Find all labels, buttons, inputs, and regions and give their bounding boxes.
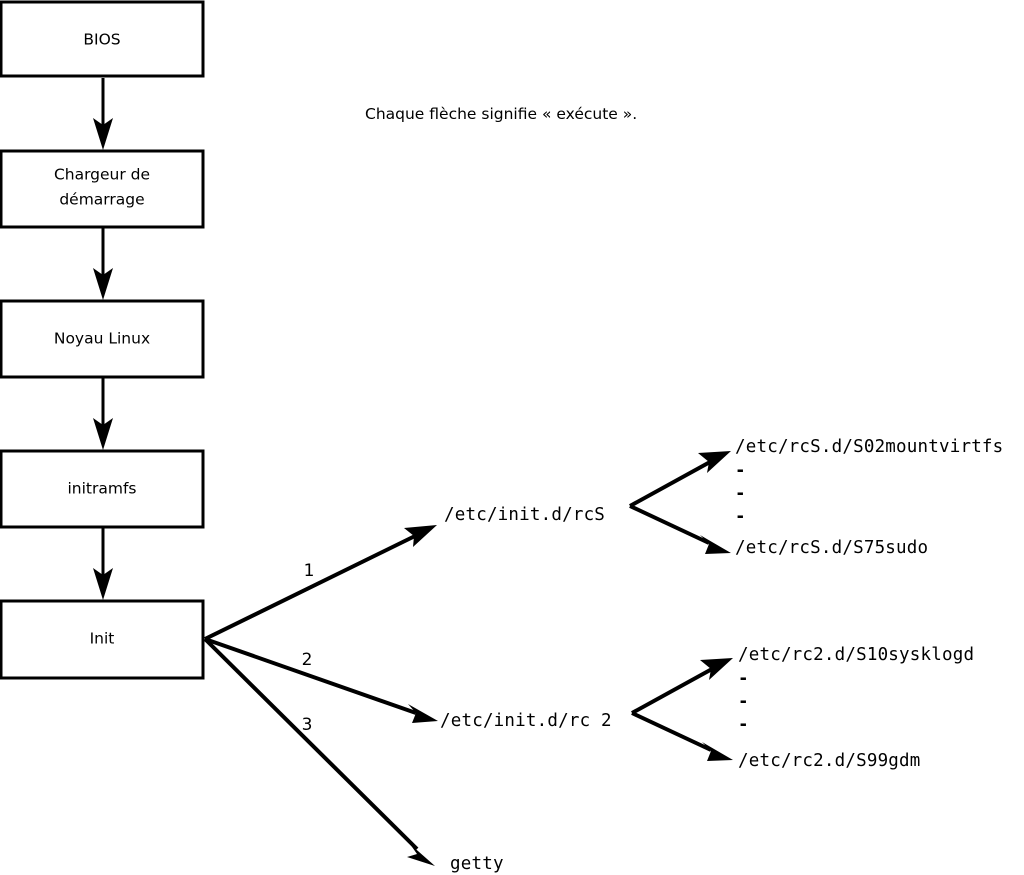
- rc2-ellipsis-dash-3: -: [738, 715, 749, 735]
- rc2-branch-last-arrow: [631, 711, 733, 761]
- node-bios-label: BIOS: [83, 31, 120, 49]
- node-init: Init: [0, 599, 205, 680]
- node-bootloader-label-line2: démarrage: [59, 191, 144, 209]
- init-branch-3-arrow: [203, 637, 435, 866]
- rcs-branch-last-arrow: [629, 504, 731, 554]
- rcs-script-first: /etc/rcS.d/S02mountvirtfs: [735, 437, 1003, 457]
- node-initramfs: initramfs: [0, 449, 205, 529]
- rcs-ellipsis-dash-3: -: [735, 507, 746, 527]
- branch-number-2: 2: [302, 650, 313, 670]
- node-bootloader: Chargeur de démarrage: [0, 149, 205, 229]
- init-target-getty-label: getty: [450, 854, 504, 874]
- chain-arrow-bootloader-to-kernel: [93, 228, 113, 300]
- chain-arrow-bios-to-bootloader: [93, 78, 113, 150]
- rcs-script-last: /etc/rcS.d/S75sudo: [735, 538, 928, 558]
- node-bios: BIOS: [0, 0, 205, 78]
- rc2-script-last: /etc/rc2.d/S99gdm: [738, 751, 921, 771]
- node-initramfs-label: initramfs: [67, 480, 136, 498]
- rcs-branch-first-arrow: [629, 451, 731, 508]
- diagram-caption: Chaque flèche signifie « exécute ».: [365, 105, 637, 123]
- rc2-script-first: /etc/rc2.d/S10sysklogd: [738, 645, 974, 665]
- chain-arrow-kernel-to-initramfs: [93, 378, 113, 450]
- chain-arrow-initramfs-to-init: [93, 528, 113, 600]
- rcs-ellipsis-dash-2: -: [735, 484, 746, 504]
- init-target-rcs-label: /etc/init.d/rcS: [444, 505, 605, 525]
- node-init-label: Init: [90, 630, 115, 648]
- rc2-ellipsis-dash-2: -: [738, 692, 749, 712]
- rc2-branch-first-arrow: [631, 658, 733, 715]
- init-target-rc2-label: /etc/init.d/rc 2: [440, 711, 612, 731]
- branch-number-1: 1: [304, 561, 315, 581]
- init-branch-2-arrow: [204, 637, 438, 723]
- rc2-ellipsis-dash-1: -: [738, 669, 749, 689]
- node-kernel: Noyau Linux: [0, 299, 205, 379]
- node-kernel-label: Noyau Linux: [54, 330, 150, 348]
- rcs-ellipsis-dash-1: -: [735, 461, 746, 481]
- branch-number-3: 3: [302, 715, 313, 735]
- node-bootloader-label-line1: Chargeur de: [54, 166, 150, 184]
- init-branch-1-arrow: [204, 525, 437, 641]
